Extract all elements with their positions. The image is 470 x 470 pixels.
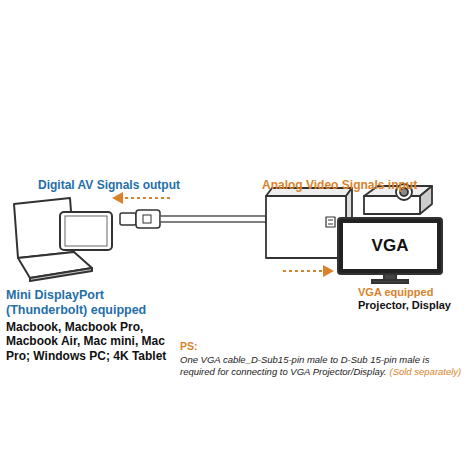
tablet-icon [60, 212, 112, 250]
signal-arrow-right [283, 265, 334, 277]
monitor-icon [338, 218, 442, 283]
note-text: One VGA cable_D-Sub15-pin male to D-Sub … [180, 354, 466, 379]
signal-label: Digital AV Signals output [38, 178, 238, 192]
screen-label: VGA [372, 236, 409, 256]
note-aside: (Sold separately) [389, 366, 461, 377]
screen-box: VGA [343, 223, 437, 269]
port-label: Mini DisplayPort (Thunderbolt) equipped [6, 288, 174, 318]
note-heading: PS: [180, 340, 240, 353]
device-list: Macbook, Macbook Pro, Macbook Air, Mac m… [6, 320, 174, 363]
mini-displayport-plug [120, 210, 160, 228]
device-list: Projector, Display [358, 299, 468, 312]
signal-label: Analog Video Signals input [262, 178, 467, 192]
signal-arrow-left [112, 192, 170, 204]
port-label: VGA equipped [358, 286, 468, 299]
cable [160, 216, 266, 222]
